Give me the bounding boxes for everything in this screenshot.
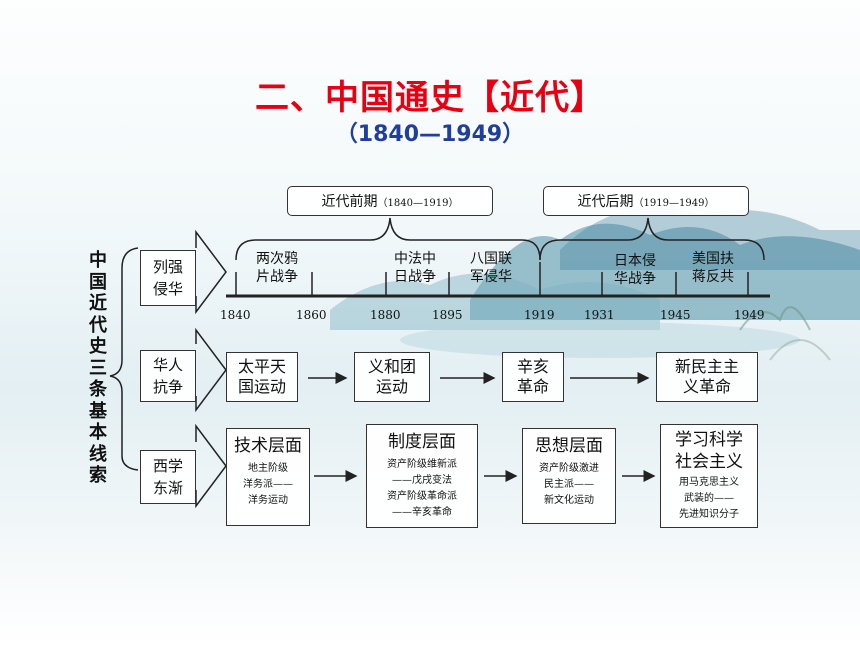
- struggle-text: 国运动: [237, 377, 286, 396]
- event-text: 华战争: [614, 271, 656, 287]
- event-opium-wars: 两次鸦 片战争: [246, 250, 308, 286]
- struggle-boxer: 义和团 运动: [354, 352, 430, 402]
- layer-detail: 武装的——: [684, 493, 734, 504]
- line-invasion-text: 列强: [152, 258, 183, 276]
- period-late-range: （1919—1949）: [633, 197, 715, 209]
- event-text: 两次鸦: [256, 251, 298, 267]
- struggle-taiping: 太平天 国运动: [226, 352, 298, 402]
- line-invasion-text: 侵华: [152, 280, 183, 298]
- event-text: 片战争: [256, 269, 298, 285]
- side-char: 条: [89, 379, 107, 400]
- event-eight-nation: 八国联 军侵华: [458, 250, 524, 286]
- line-resistance-text: 抗争: [152, 378, 183, 396]
- side-char: 三: [89, 357, 107, 379]
- struggle-text: 革命: [516, 377, 549, 396]
- page-title: 二、中国通史【近代】: [255, 78, 605, 118]
- layer-detail: ——戊戌变法: [392, 475, 452, 486]
- layer-ideology: 思想层面 资产阶级激进 民主派—— 新文化运动: [522, 428, 616, 524]
- side-char: 国: [89, 271, 107, 293]
- year-label: 1949: [734, 308, 765, 322]
- layer-heading: 社会主义: [675, 452, 743, 472]
- side-char: 史: [89, 336, 107, 357]
- event-text: 军侵华: [470, 269, 512, 285]
- layer-socialism: 学习科学 社会主义 用马克思主义 武装的—— 先进知识分子: [660, 424, 758, 528]
- layer-detail: 新文化运动: [544, 495, 594, 506]
- year-label: 1919: [524, 308, 555, 322]
- side-char: 线: [89, 443, 107, 465]
- layer-detail: 地主阶级: [248, 463, 288, 474]
- event-text: 八国联: [470, 251, 512, 267]
- year-label: 1945: [660, 308, 691, 322]
- layer-heading: 技术层面: [234, 436, 302, 456]
- line-invasion: 列强 侵华: [140, 250, 196, 306]
- layer-detail: ——辛亥革命: [392, 507, 452, 518]
- layer-detail: 先进知识分子: [679, 509, 739, 520]
- struggle-text: 太平天: [237, 357, 286, 376]
- event-sino-french-japanese: 中法中 日战争: [386, 250, 444, 286]
- struggle-text: 新民主主: [674, 357, 739, 376]
- struggle-text: 义和团: [367, 357, 416, 376]
- layer-detail: 用马克思主义: [679, 477, 739, 488]
- year-label: 1860: [296, 308, 327, 322]
- period-early-label: 近代前期: [321, 194, 378, 210]
- period-early-range: （1840—1919）: [377, 197, 459, 209]
- struggle-xinhai: 辛亥 革命: [502, 352, 564, 402]
- struggle-text: 辛亥: [516, 357, 549, 376]
- line-western-learning: 西学 东渐: [140, 450, 196, 504]
- side-char: 代: [89, 314, 107, 336]
- layer-heading: 学习科学: [675, 430, 743, 450]
- event-text: 中法中: [394, 251, 436, 267]
- struggle-new-democratic: 新民主主 义革命: [656, 352, 758, 402]
- side-char: 中: [89, 250, 107, 271]
- event-text: 美国扶: [692, 251, 734, 267]
- layer-detail: 资产阶级革命派: [387, 491, 457, 502]
- year-label: 1880: [370, 308, 401, 322]
- page-subtitle: （1840—1949）: [335, 122, 525, 147]
- layer-detail: 资产阶级维新派: [387, 459, 457, 470]
- event-japanese-invasion: 日本侵 华战争: [604, 252, 666, 288]
- side-char: 基: [89, 400, 107, 422]
- side-label: 中 国 近 代 史 三 条 基 本 线 索: [86, 250, 110, 487]
- layer-heading: 思想层面: [535, 436, 603, 456]
- layer-detail: 资产阶级激进: [539, 463, 599, 474]
- year-label: 1840: [220, 308, 251, 322]
- struggle-text: 义革命: [682, 377, 731, 396]
- period-late-label: 近代后期: [577, 194, 634, 210]
- layer-detail: 洋务派——: [243, 479, 293, 490]
- line-resistance: 华人 抗争: [140, 350, 196, 402]
- side-char: 索: [89, 465, 107, 486]
- layer-detail: 洋务运动: [248, 495, 288, 506]
- line-western-learning-text: 东渐: [152, 479, 183, 497]
- event-text: 日本侵: [614, 253, 656, 269]
- period-early: 近代前期（1840—1919）: [287, 186, 493, 216]
- year-label: 1895: [432, 308, 463, 322]
- event-text: 日战争: [394, 269, 436, 285]
- line-resistance-text: 华人: [152, 356, 183, 374]
- year-label: 1931: [584, 308, 615, 322]
- layer-detail: 民主派——: [544, 479, 594, 490]
- side-char: 近: [89, 293, 107, 314]
- event-us-support: 美国扶 蒋反共: [682, 250, 744, 286]
- layer-technology: 技术层面 地主阶级 洋务派—— 洋务运动: [226, 428, 310, 526]
- period-late: 近代后期（1919—1949）: [543, 186, 749, 216]
- layer-heading: 制度层面: [388, 432, 456, 452]
- line-western-learning-text: 西学: [152, 457, 183, 475]
- side-char: 本: [89, 422, 107, 443]
- layer-institution: 制度层面 资产阶级维新派 ——戊戌变法 资产阶级革命派 ——辛亥革命: [366, 424, 478, 528]
- struggle-text: 运动: [375, 377, 408, 396]
- event-text: 蒋反共: [692, 269, 734, 285]
